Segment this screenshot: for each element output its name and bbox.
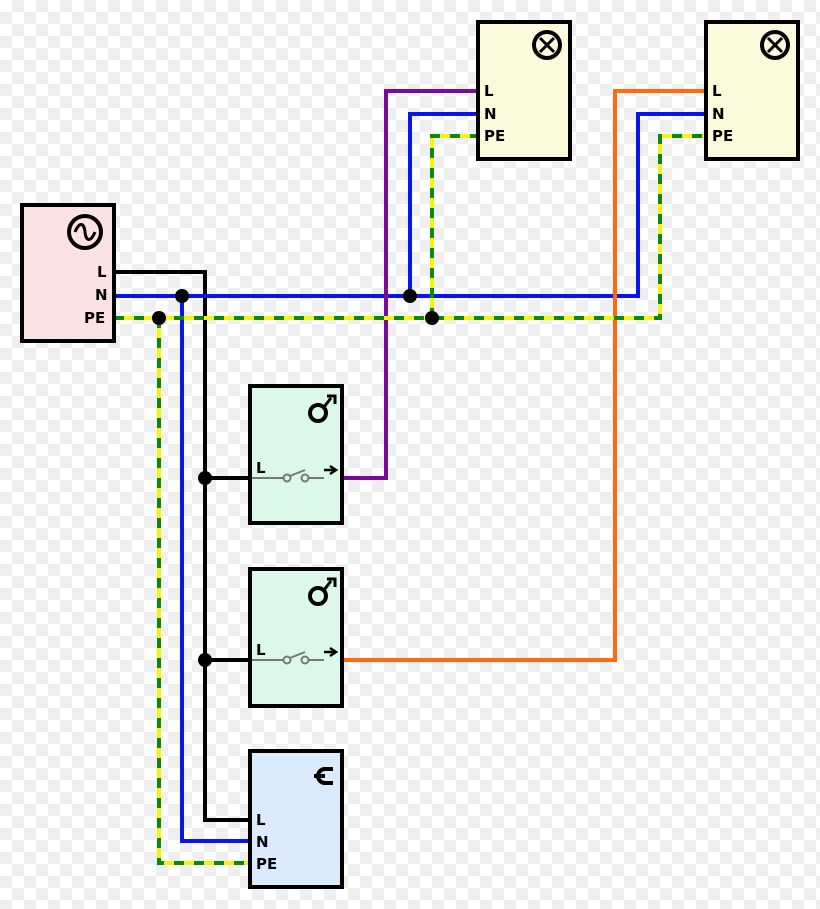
switch-1-box: L xyxy=(248,384,344,525)
supply-terminal-l: L xyxy=(97,263,107,281)
lamp-2-terminal-n: N xyxy=(712,105,725,123)
socket-terminal-l: L xyxy=(256,811,266,829)
live-wire-supply xyxy=(114,270,252,822)
lamp-1-terminal-n: N xyxy=(484,105,497,123)
junction-dot xyxy=(175,289,189,303)
junction-dot xyxy=(403,289,417,303)
switched-live-wire-1 xyxy=(342,89,478,480)
supply-box: L N PE xyxy=(20,203,116,343)
arrow-icon xyxy=(324,464,339,476)
arrow-icon xyxy=(324,646,339,658)
switched-live-wire-2 xyxy=(342,89,706,662)
switch-2-box: L xyxy=(248,567,344,708)
lamp-2-terminal-pe: PE xyxy=(712,127,733,145)
supply-terminal-n: N xyxy=(95,286,108,304)
junction-dot xyxy=(152,311,166,325)
lamp-2-terminal-l: L xyxy=(712,82,722,100)
socket-terminal-n: N xyxy=(256,833,269,851)
neutral-wire-socket xyxy=(180,296,252,843)
earth-wires xyxy=(114,134,706,865)
junction-dot xyxy=(425,311,439,325)
junction-dot xyxy=(198,653,212,667)
ac-source-icon xyxy=(67,214,103,250)
junction-dot xyxy=(198,471,212,485)
lamp-1-terminal-pe: PE xyxy=(484,127,505,145)
switch-key-icon xyxy=(308,394,337,423)
lamp-1-terminal-l: L xyxy=(484,82,494,100)
socket-outlet-icon xyxy=(314,767,333,785)
supply-terminal-pe: PE xyxy=(84,309,105,327)
switch-contact-icon xyxy=(252,469,324,483)
lamp-1-box: L N PE xyxy=(476,20,572,161)
switch-contact-icon xyxy=(252,651,324,665)
socket-box: L N PE xyxy=(248,749,344,889)
wires xyxy=(114,89,706,865)
switch-2-terminal-l: L xyxy=(256,641,266,659)
lamp-icon xyxy=(532,30,562,60)
switch-key-icon xyxy=(308,577,337,606)
switch-1-terminal-l: L xyxy=(256,459,266,477)
lamp-icon xyxy=(760,30,790,60)
neutral-wire-main xyxy=(114,112,706,298)
socket-terminal-pe: PE xyxy=(256,855,277,873)
neutral-wire-lamp-1 xyxy=(408,112,478,296)
lamp-2-box: L N PE xyxy=(704,20,800,161)
